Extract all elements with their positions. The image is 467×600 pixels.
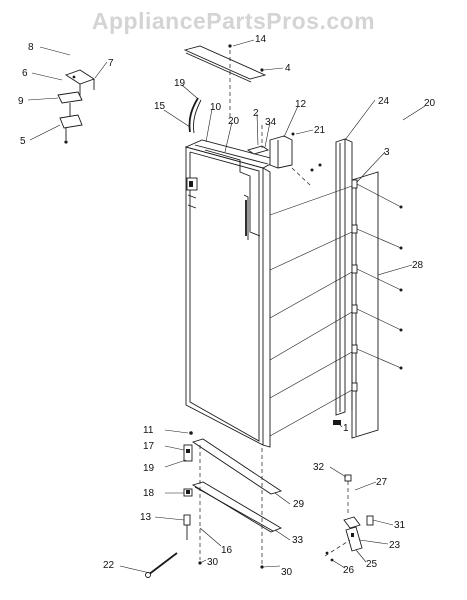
- callout-16: 16: [221, 545, 233, 556]
- callout-26: 26: [343, 565, 355, 576]
- projection-lines: [269, 183, 402, 437]
- callout-31: 31: [394, 520, 406, 531]
- callout-22: 22: [103, 560, 115, 571]
- callout-12: 12: [295, 99, 307, 110]
- callout-27: 27: [376, 477, 388, 488]
- door-gasket-strip: [333, 138, 353, 425]
- callout-18: 18: [143, 488, 155, 499]
- callout-9: 9: [18, 96, 24, 107]
- drain-tube: [188, 97, 202, 134]
- callout-7: 7: [108, 58, 114, 69]
- bottom-right-hardware: [324, 474, 374, 562]
- door-panel: [184, 139, 280, 448]
- bottom-trim-29: [191, 438, 283, 495]
- callout-33: 33: [292, 535, 304, 546]
- screws-right: [318, 163, 403, 370]
- upper-hinge-assembly: [57, 69, 96, 144]
- callout-19-top: 19: [174, 78, 186, 89]
- callout-13: 13: [140, 512, 152, 523]
- callout-17: 17: [143, 441, 155, 452]
- callout-5: 5: [20, 136, 26, 147]
- callout-34: 34: [265, 117, 277, 128]
- callout-labels: 8 7 6 9 5 14 4 19 15 10 2 34 12 20 21 24…: [18, 34, 436, 578]
- watermark-text: AppliancePartsPros.com: [91, 8, 376, 34]
- hinge-block: [246, 125, 314, 186]
- callout-29: 29: [293, 499, 305, 510]
- callout-11: 11: [143, 425, 154, 436]
- callout-30-right: 30: [281, 567, 293, 578]
- callout-21: 21: [314, 125, 326, 136]
- callout-4: 4: [285, 63, 291, 74]
- callout-24: 24: [378, 96, 390, 107]
- top-bracket: [183, 45, 267, 83]
- callout-2: 2: [253, 108, 259, 119]
- callout-20-right: 20: [424, 98, 436, 109]
- callout-28: 28: [412, 260, 424, 271]
- hinge-pin: [145, 552, 178, 578]
- leader-lines: [27, 39, 426, 574]
- callout-1: 1: [343, 423, 349, 434]
- callout-15: 15: [154, 101, 166, 112]
- callout-32: 32: [313, 462, 325, 473]
- callout-23: 23: [389, 540, 401, 551]
- callout-8: 8: [28, 42, 34, 53]
- callout-20-left: 20: [228, 116, 240, 127]
- lower-hinge-assembly: [183, 431, 193, 540]
- callout-19-bottom: 19: [143, 463, 155, 474]
- callout-25: 25: [366, 559, 378, 570]
- callout-14: 14: [255, 34, 267, 45]
- callout-10: 10: [210, 102, 222, 113]
- callout-30-left: 30: [207, 557, 219, 568]
- callout-6: 6: [22, 68, 28, 79]
- callout-3: 3: [384, 147, 390, 158]
